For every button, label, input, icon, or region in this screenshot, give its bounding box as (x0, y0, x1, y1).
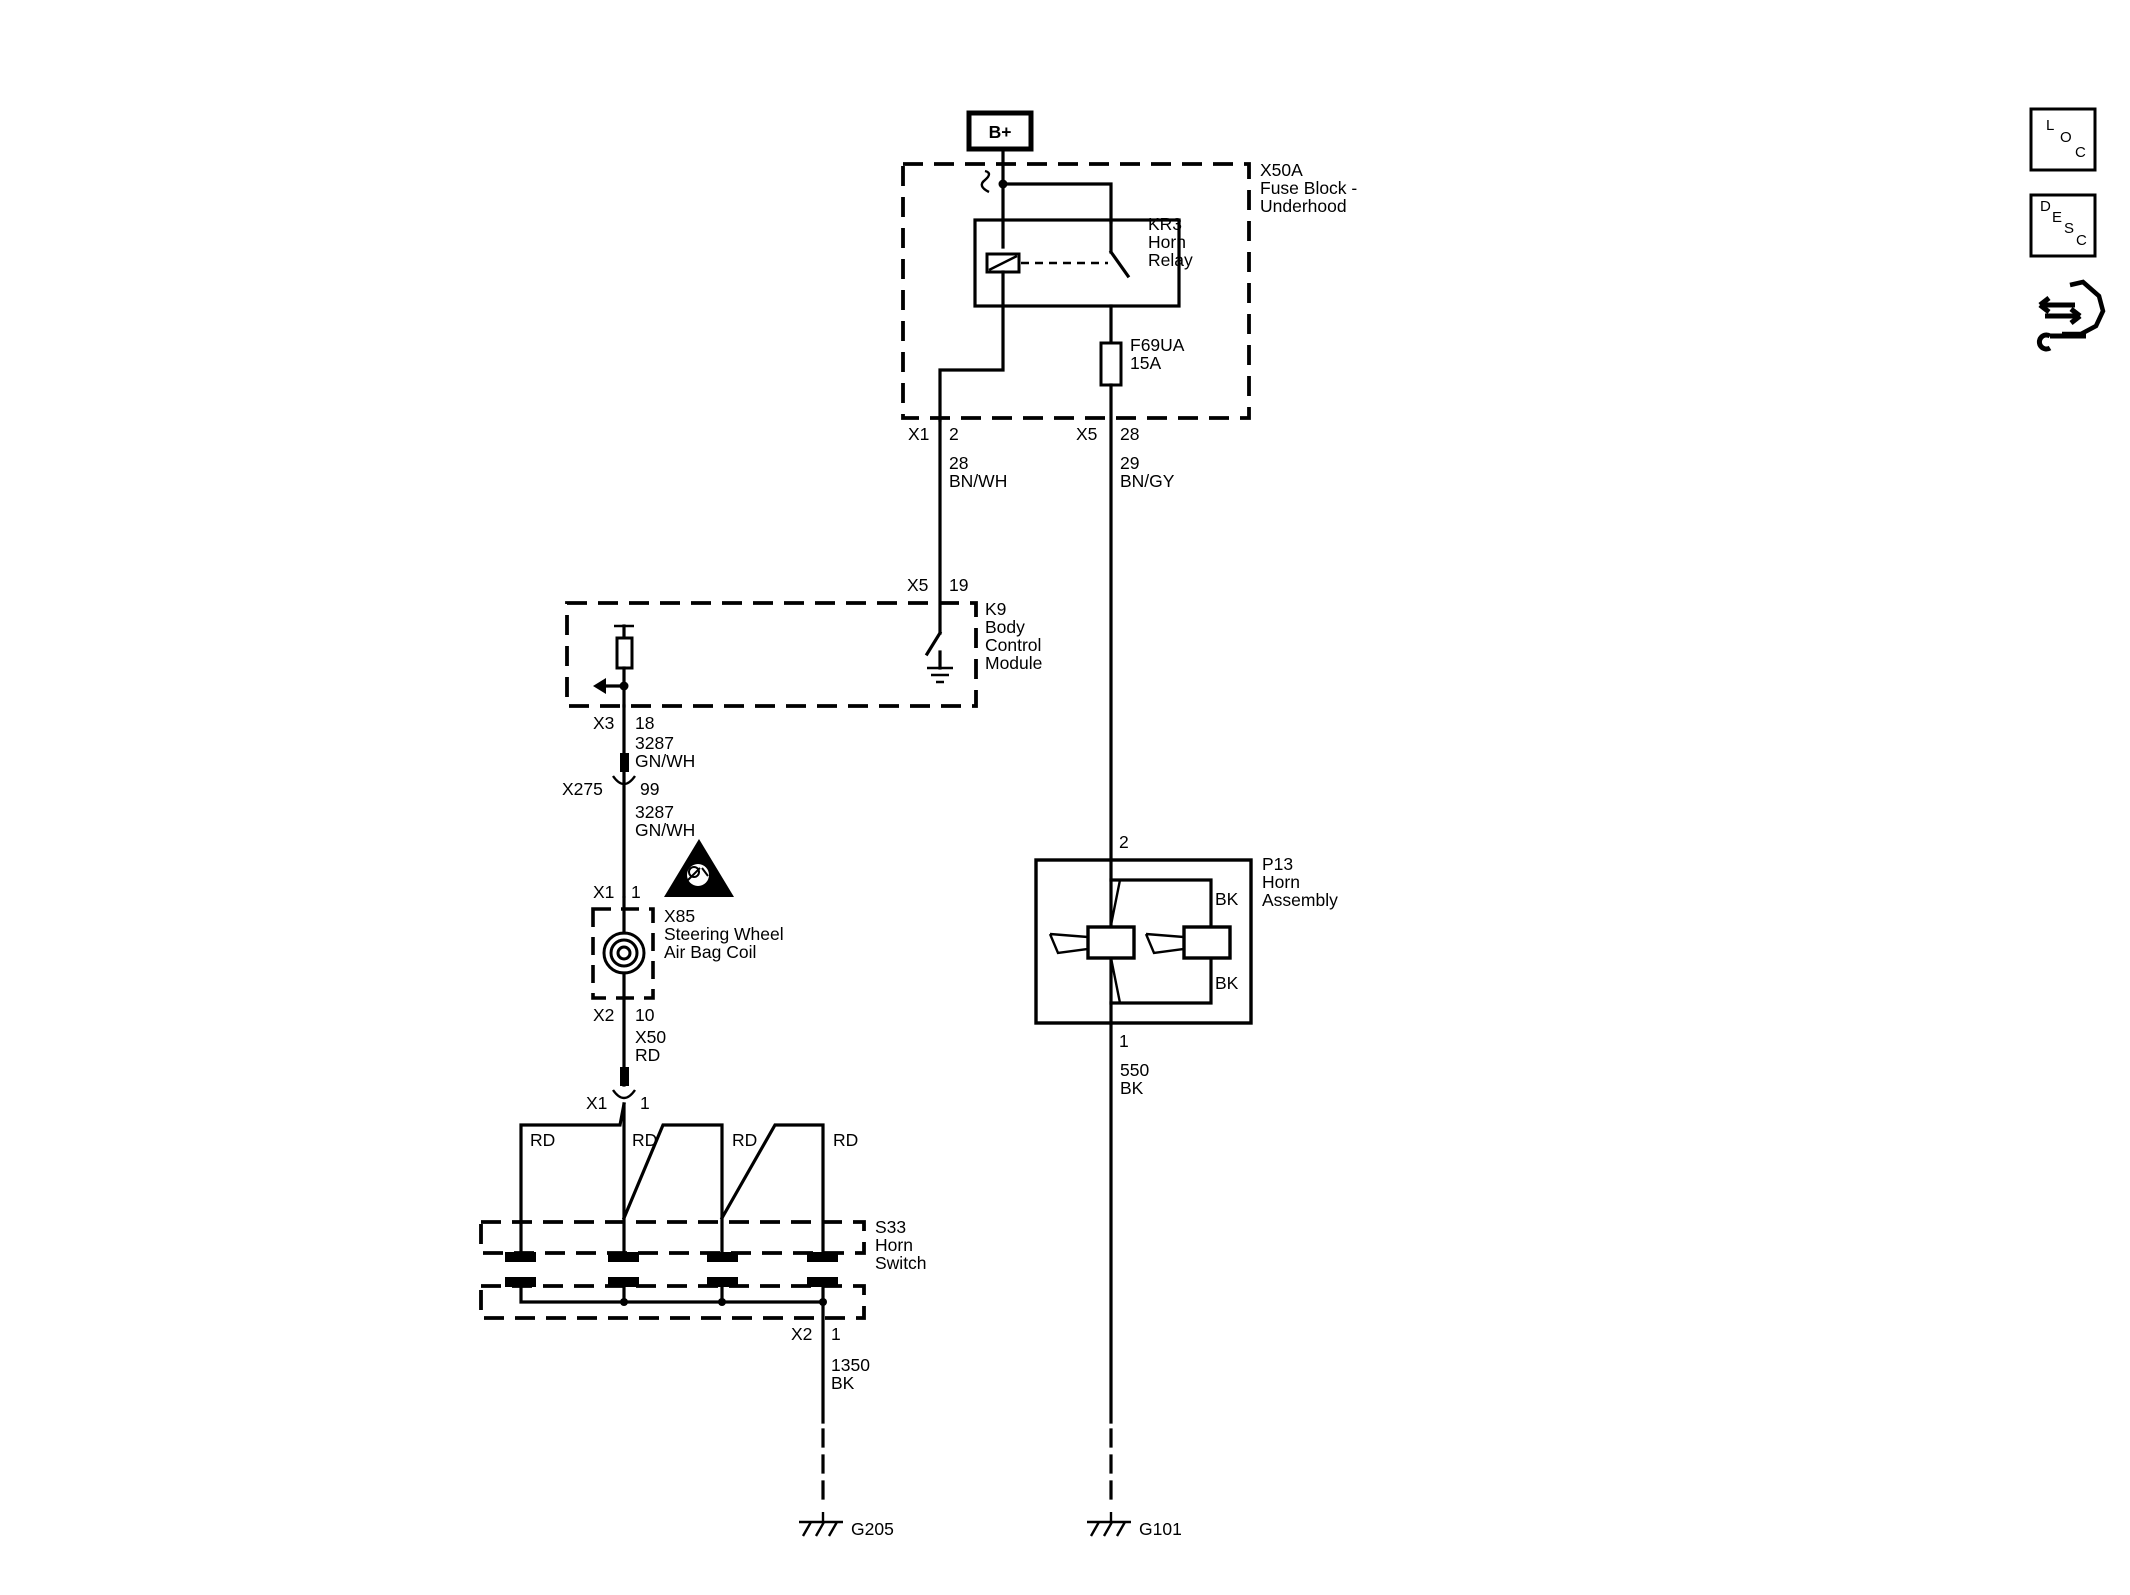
switch-branch-1-color: RD (530, 1130, 555, 1150)
switch-name-2: Switch (875, 1253, 927, 1273)
wire-x50-circuit: X50 (635, 1027, 666, 1047)
wire-3287a-circuit: 3287 (635, 733, 674, 753)
wire-29-circuit: 29 (1120, 453, 1139, 473)
desc-letter-e: E (2052, 209, 2062, 226)
fuse-block-right-conn: X5 (1076, 424, 1097, 444)
loc-letter-c: C (2075, 144, 2086, 161)
location-button[interactable]: L O C (2029, 107, 2097, 172)
horn-top-pin: 2 (1119, 832, 1129, 852)
x275-id: X275 (562, 779, 603, 799)
bcm-id: K9 (985, 599, 1006, 619)
desc-letter-d: D (2040, 198, 2051, 215)
airbag-warning-icon (664, 839, 734, 897)
battery-terminal: B+ (966, 110, 1034, 152)
horn-relay: KR3 Horn Relay (973, 182, 1193, 308)
horn-inner-bottom-color: BK (1215, 973, 1239, 993)
coil-name-2: Air Bag Coil (664, 942, 756, 962)
switch-bottom-pin: 1 (831, 1324, 841, 1344)
wire-29-color: BN/GY (1120, 471, 1175, 491)
coil-top-pin: 1 (631, 882, 641, 902)
battery-label: B+ (989, 122, 1012, 142)
relay-name-2: Relay (1148, 250, 1193, 270)
relay-name-1: Horn (1148, 232, 1186, 252)
ground-g205: G205 (799, 1512, 894, 1539)
horn-name-2: Assembly (1262, 890, 1338, 910)
wire-550-circuit: 550 (1120, 1060, 1149, 1080)
coil-name-1: Steering Wheel (664, 924, 784, 944)
wire-3287a-color: GN/WH (635, 751, 695, 771)
coil-top-conn: X1 (593, 882, 614, 902)
switch-branch-4-color: RD (833, 1130, 858, 1150)
bcm-top-conn: X5 (907, 575, 928, 595)
wire-28-circuit: 28 (949, 453, 968, 473)
coil-bottom-pin: 10 (635, 1005, 655, 1025)
inline-connector-x275: X275 99 (562, 753, 659, 799)
description-button[interactable]: D E S C (2029, 193, 2097, 258)
coil-bottom-conn: X2 (593, 1005, 614, 1025)
ground-g205-label: G205 (851, 1519, 894, 1539)
wire-x50-color: RD (635, 1045, 660, 1065)
horn-switch: RD RD RD RD S33 Horn Switch X2 1 (479, 1102, 927, 1344)
horn-id: P13 (1262, 854, 1293, 874)
switch-top-pin: 1 (640, 1093, 650, 1113)
switch-bottom-conn: X2 (791, 1324, 812, 1344)
relay-id: KR3 (1148, 214, 1182, 234)
loc-letter-o: O (2060, 129, 2072, 146)
wire-1350-circuit: 1350 (831, 1355, 870, 1375)
bcm-name-2: Control (985, 635, 1041, 655)
wire-28-color: BN/WH (949, 471, 1007, 491)
switch-name-1: Horn (875, 1235, 913, 1255)
ground-g101-label: G101 (1139, 1519, 1182, 1539)
fuse-block: X50A Fuse Block - Underhood (901, 160, 1357, 420)
bcm-name-3: Module (985, 653, 1042, 673)
wire-550-color: BK (1120, 1078, 1144, 1098)
loc-letter-l: L (2046, 117, 2054, 134)
switch-branch-3-color: RD (732, 1130, 757, 1150)
fuse-block-right-pin: 28 (1120, 424, 1139, 444)
diagnostic-tools-icon[interactable] (2036, 279, 2106, 352)
bcm-bottom-conn: X3 (593, 713, 614, 733)
fuse-block-left-pin: 2 (949, 424, 959, 444)
wire-1350-color: BK (831, 1373, 855, 1393)
fuse-block-name-1: Fuse Block - (1260, 178, 1357, 198)
coil-id: X85 (664, 906, 695, 926)
fuse-block-left-conn: X1 (908, 424, 929, 444)
bcm-top-pin: 19 (949, 575, 968, 595)
horn-bottom-pin: 1 (1119, 1031, 1129, 1051)
switch-top-conn: X1 (586, 1093, 607, 1113)
fuse-block-id: X50A (1260, 160, 1303, 180)
desc-letter-s: S (2064, 220, 2074, 237)
horn-inner-top-color: BK (1215, 889, 1239, 909)
x275-pin: 99 (640, 779, 659, 799)
bcm-bottom-pin: 18 (635, 713, 654, 733)
body-control-module: X5 19 K9 Body Control Module X3 18 (565, 575, 1042, 733)
horn-name-1: Horn (1262, 872, 1300, 892)
fuse-block-name-2: Underhood (1260, 196, 1347, 216)
desc-letter-c: C (2076, 232, 2087, 249)
fuse-id: F69UA (1130, 335, 1185, 355)
wire-3287b-color: GN/WH (635, 820, 695, 840)
horn-assembly: 2 BK BK P13 Horn Assembly 1 (1034, 832, 1338, 1051)
ground-g101: G101 (1087, 1512, 1182, 1539)
fuse-rating: 15A (1130, 353, 1161, 373)
switch-id: S33 (875, 1217, 906, 1237)
steering-wheel-airbag-coil: X1 1 X85 Steering Wheel Air Bag Coil X2 … (591, 882, 784, 1025)
switch-branch-2-color: RD (632, 1130, 657, 1150)
wire-3287b-circuit: 3287 (635, 802, 674, 822)
bcm-name-1: Body (985, 617, 1025, 637)
fuse-f69ua: F69UA 15A (1099, 335, 1185, 387)
